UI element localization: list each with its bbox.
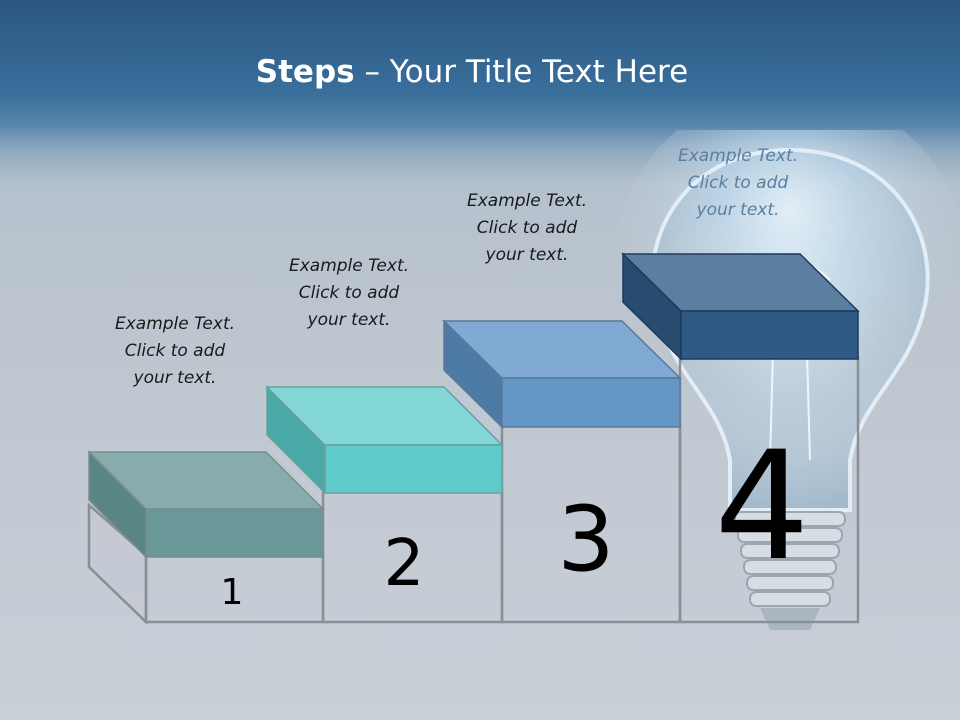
- step-4-text-line-1: Example Text.: [677, 146, 799, 166]
- step-3-text[interactable]: Example Text. Click to add your text.: [437, 188, 617, 269]
- step-3-text-line-2: Click to add: [476, 218, 578, 238]
- step-4-number: 4: [714, 420, 809, 594]
- step-2-front: [324, 444, 503, 494]
- step-2-text-line-1: Example Text.: [288, 256, 410, 276]
- step-2-block[interactable]: [265, 385, 504, 495]
- step-3-block[interactable]: [442, 319, 682, 429]
- step-1-text-line-1: Example Text.: [114, 314, 236, 334]
- step-4-front: [680, 310, 859, 360]
- step-4-block[interactable]: [621, 252, 860, 361]
- slide-title[interactable]: Steps – Your Title Text Here: [0, 54, 944, 90]
- step-2-number: 2: [384, 527, 425, 601]
- step-2-text-line-2: Click to add: [298, 283, 400, 303]
- title-bold: Steps: [255, 54, 355, 90]
- step-2-text-line-3: your text.: [307, 310, 391, 330]
- step-3-text-line-1: Example Text.: [466, 191, 588, 211]
- step-3-number: 3: [557, 487, 614, 592]
- step-4-text[interactable]: Example Text. Click to add your text.: [648, 143, 828, 224]
- step-1-block[interactable]: [87, 450, 325, 559]
- step-1-number: 1: [221, 572, 244, 613]
- step-1-text-line-3: your text.: [133, 368, 217, 388]
- step-1-text-line-2: Click to add: [124, 341, 226, 361]
- title-rest: – Your Title Text Here: [354, 54, 689, 90]
- step-1-front: [145, 508, 324, 558]
- step-3-text-line-3: your text.: [485, 245, 569, 265]
- step-3-front: [501, 377, 681, 428]
- step-4-text-line-3: your text.: [696, 200, 780, 220]
- step-2-text[interactable]: Example Text. Click to add your text.: [259, 253, 439, 334]
- step-4-text-line-2: Click to add: [687, 173, 789, 193]
- step-1-text[interactable]: Example Text. Click to add your text.: [85, 311, 265, 392]
